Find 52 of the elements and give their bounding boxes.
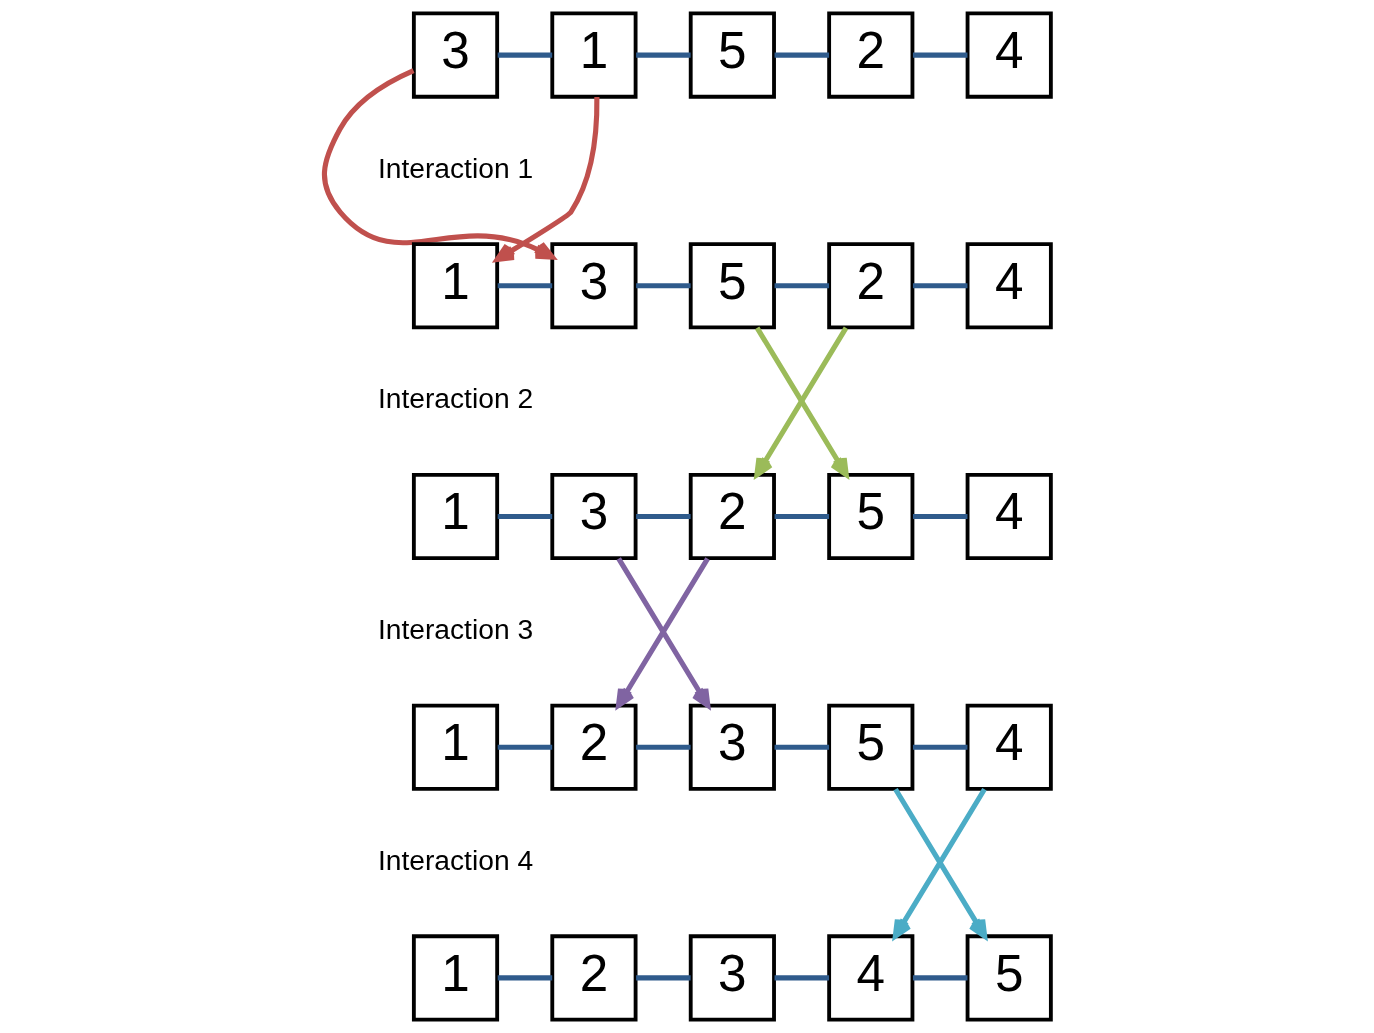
node-box: 1 (411, 934, 499, 1022)
connector (635, 513, 691, 520)
node-box: 3 (688, 703, 776, 791)
connector (497, 975, 552, 981)
connector (912, 52, 967, 58)
connector (774, 975, 829, 981)
connector (774, 283, 829, 289)
label: Interaction 1 (377, 151, 533, 184)
node-box: 2 (826, 11, 914, 99)
connector (912, 513, 967, 520)
node-box: 5 (826, 703, 914, 791)
node-box: 4 (965, 11, 1053, 99)
label: Interaction 3 (377, 613, 533, 646)
node-box: 1 (411, 242, 499, 330)
connector (635, 744, 691, 750)
node-box: 5 (965, 934, 1053, 1022)
node-box: 2 (549, 703, 638, 791)
node-box: 5 (826, 472, 914, 561)
node-box: 1 (549, 11, 638, 99)
connector (497, 513, 552, 520)
node-box: 3 (549, 242, 638, 330)
connector (774, 744, 829, 750)
arrow (494, 97, 599, 262)
node-box: 2 (688, 472, 776, 561)
node-box: 3 (549, 472, 638, 561)
connector (497, 52, 552, 58)
connector (912, 975, 967, 981)
arrow (321, 68, 555, 260)
arrow (892, 787, 987, 939)
node-box: 1 (411, 703, 499, 791)
node-box: 4 (965, 242, 1053, 330)
node-box: 3 (688, 934, 776, 1022)
connector (774, 513, 829, 520)
node-box: 4 (965, 703, 1053, 791)
node-box: 2 (549, 934, 638, 1022)
connector (912, 744, 967, 750)
node-box: 5 (688, 11, 776, 99)
connector (912, 283, 967, 289)
connector (774, 52, 829, 58)
node-box: 4 (965, 472, 1053, 561)
node-box: 1 (411, 472, 499, 561)
node-box: 3 (411, 11, 499, 99)
label: Interaction 2 (377, 382, 533, 415)
connector (497, 744, 552, 750)
node-box: 4 (826, 934, 914, 1022)
connector (635, 283, 691, 289)
label: Interaction 4 (377, 843, 533, 876)
connector (497, 283, 552, 289)
node-box: 2 (826, 242, 914, 330)
connector (635, 975, 691, 981)
node-box: 5 (688, 242, 776, 330)
connector (635, 52, 691, 58)
